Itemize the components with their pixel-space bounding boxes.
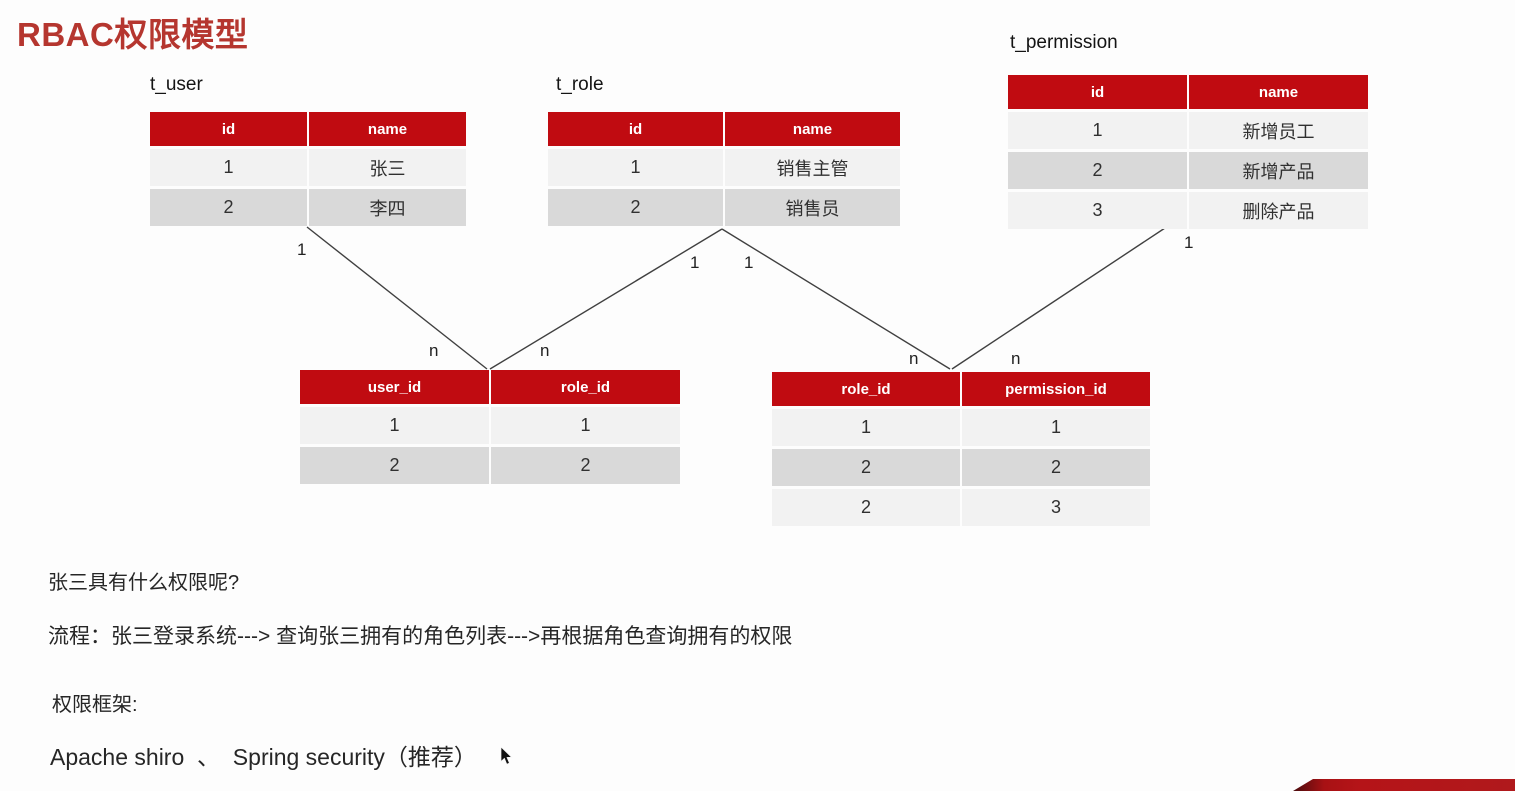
table-cell: 新增产品	[1189, 152, 1368, 189]
table-name-t-permission: t_permission	[1010, 32, 1118, 53]
column-header: id	[1008, 75, 1187, 109]
cardinality-label-one: 1	[297, 240, 307, 259]
cardinality-label-one: 1	[690, 253, 700, 272]
table-header-row: id name	[1008, 75, 1368, 109]
cardinality-label-many: n	[540, 341, 550, 360]
table-t-user: id name 1 张三 2 李四	[150, 112, 466, 226]
ribbon-decoration	[1293, 779, 1515, 791]
cardinality-label-one: 1	[744, 253, 754, 272]
table-cell: 删除产品	[1189, 192, 1368, 229]
table-header-row: role_id permission_id	[772, 372, 1150, 406]
table-cell: 1	[548, 149, 723, 186]
table-cell: 2	[1008, 152, 1187, 189]
table-row: 2 李四	[150, 189, 466, 226]
table-cell: 张三	[309, 149, 466, 186]
table-name-t-user: t_user	[150, 74, 203, 95]
table-cell: 1	[491, 407, 680, 444]
cardinality-label-many: n	[909, 349, 919, 368]
table-cell: 1	[962, 409, 1150, 446]
table-cell: 1	[772, 409, 960, 446]
table-cell: 销售员	[725, 189, 900, 226]
table-row: 1 新增员工	[1008, 112, 1368, 149]
table-cell: 1	[1008, 112, 1187, 149]
table-cell: 1	[300, 407, 489, 444]
table-role-permission: role_id permission_id 1 1 2 2 2 3	[772, 372, 1150, 526]
table-t-permission: id name 1 新增员工 2 新增产品 3 删除产品	[1008, 75, 1368, 229]
table-cell: 2	[491, 447, 680, 484]
column-header: role_id	[491, 370, 680, 404]
table-row: 1 1	[772, 409, 1150, 446]
framework-list: Apache shiro 、 Spring security（推荐）	[50, 744, 477, 770]
table-t-role: id name 1 销售主管 2 销售员	[548, 112, 900, 226]
table-cell: 2	[300, 447, 489, 484]
relation-line-role-userrole	[489, 228, 723, 370]
column-header: name	[309, 112, 466, 146]
table-cell: 2	[962, 449, 1150, 486]
question-text: 张三具有什么权限呢?	[48, 572, 240, 594]
cardinality-label-many: n	[1011, 349, 1021, 368]
column-header: name	[1189, 75, 1368, 109]
framework-title: 权限框架:	[52, 694, 138, 716]
column-header: role_id	[772, 372, 960, 406]
relation-line-role-rolepermission	[721, 228, 951, 370]
table-row: 1 销售主管	[548, 149, 900, 186]
table-row: 2 2	[300, 447, 680, 484]
table-row: 2 销售员	[548, 189, 900, 226]
table-row: 2 3	[772, 489, 1150, 526]
column-header: id	[548, 112, 723, 146]
table-cell: 销售主管	[725, 149, 900, 186]
table-row: 2 新增产品	[1008, 152, 1368, 189]
table-row: 1 1	[300, 407, 680, 444]
table-cell: 2	[548, 189, 723, 226]
relation-line-permission-rolepermission	[951, 227, 1166, 370]
table-row: 3 删除产品	[1008, 192, 1368, 229]
table-header-row: user_id role_id	[300, 370, 680, 404]
column-header: name	[725, 112, 900, 146]
column-header: id	[150, 112, 307, 146]
table-cell: 3	[1008, 192, 1187, 229]
table-cell: 2	[772, 449, 960, 486]
page-title: RBAC权限模型	[17, 16, 249, 53]
table-header-row: id name	[548, 112, 900, 146]
table-cell: 新增员工	[1189, 112, 1368, 149]
table-row: 1 张三	[150, 149, 466, 186]
table-cell: 2	[150, 189, 307, 226]
cardinality-label-one: 1	[1184, 233, 1194, 252]
table-cell: 2	[772, 489, 960, 526]
table-header-row: id name	[150, 112, 466, 146]
column-header: user_id	[300, 370, 489, 404]
table-row: 2 2	[772, 449, 1150, 486]
relation-line-user-userrole	[306, 226, 488, 370]
cardinality-label-many: n	[429, 341, 439, 360]
table-cell: 李四	[309, 189, 466, 226]
table-user-role: user_id role_id 1 1 2 2	[300, 370, 680, 484]
mouse-cursor-icon	[500, 747, 513, 765]
column-header: permission_id	[962, 372, 1150, 406]
table-name-t-role: t_role	[556, 74, 604, 95]
table-cell: 1	[150, 149, 307, 186]
table-cell: 3	[962, 489, 1150, 526]
flow-text: 流程：张三登录系统---> 查询张三拥有的角色列表--->再根据角色查询拥有的权…	[48, 625, 793, 648]
